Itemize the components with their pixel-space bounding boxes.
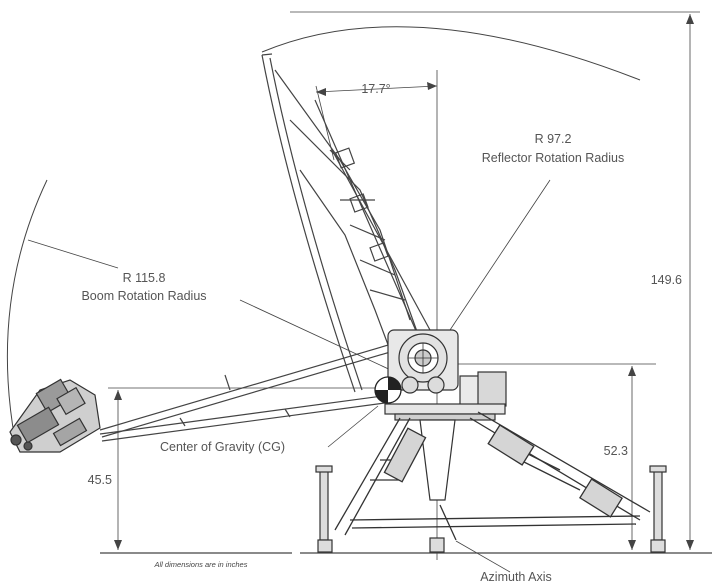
leader-lines <box>27 179 551 573</box>
units-note: All dimensions are in inches <box>154 560 248 569</box>
dimension-lines <box>100 11 712 560</box>
feed-horn-assembly <box>9 378 101 453</box>
center-of-gravity-label: Center of Gravity (CG) <box>160 440 285 454</box>
overall-height-label: 149.6 <box>651 273 682 287</box>
reflector-radius-name: Reflector Rotation Radius <box>482 151 624 165</box>
reflector-radius-value: R 97.2 <box>535 132 572 146</box>
boom-height-label: 45.5 <box>88 473 112 487</box>
reflector-dish <box>261 53 431 393</box>
arrowheads <box>114 14 694 550</box>
tilt-angle-label: 17.7° <box>361 82 390 96</box>
boom-radius-name: Boom Rotation Radius <box>81 289 206 303</box>
cg-height-label: 52.3 <box>604 444 628 458</box>
azimuth-leader <box>455 540 511 573</box>
azimuth-axis-label: Azimuth Axis <box>480 570 552 584</box>
boom-radius-value: R 115.8 <box>123 271 166 285</box>
azimuth-platform <box>384 403 506 501</box>
boom-arc-leader <box>27 239 119 269</box>
reflector-surface <box>261 54 356 393</box>
center-of-gravity-symbol <box>374 376 402 404</box>
boom-rotation-arc <box>6 179 48 441</box>
reflector-rotation-arc <box>261 26 641 81</box>
cg-leader <box>327 405 379 448</box>
leveling-jacks <box>315 465 667 553</box>
positioner-housing <box>387 329 507 407</box>
tripod-legs <box>334 411 651 541</box>
boom-radius-leader <box>239 299 396 373</box>
feed-boom <box>99 342 398 442</box>
reflector-radius-leader <box>439 179 551 346</box>
rotation-arcs <box>6 26 641 441</box>
